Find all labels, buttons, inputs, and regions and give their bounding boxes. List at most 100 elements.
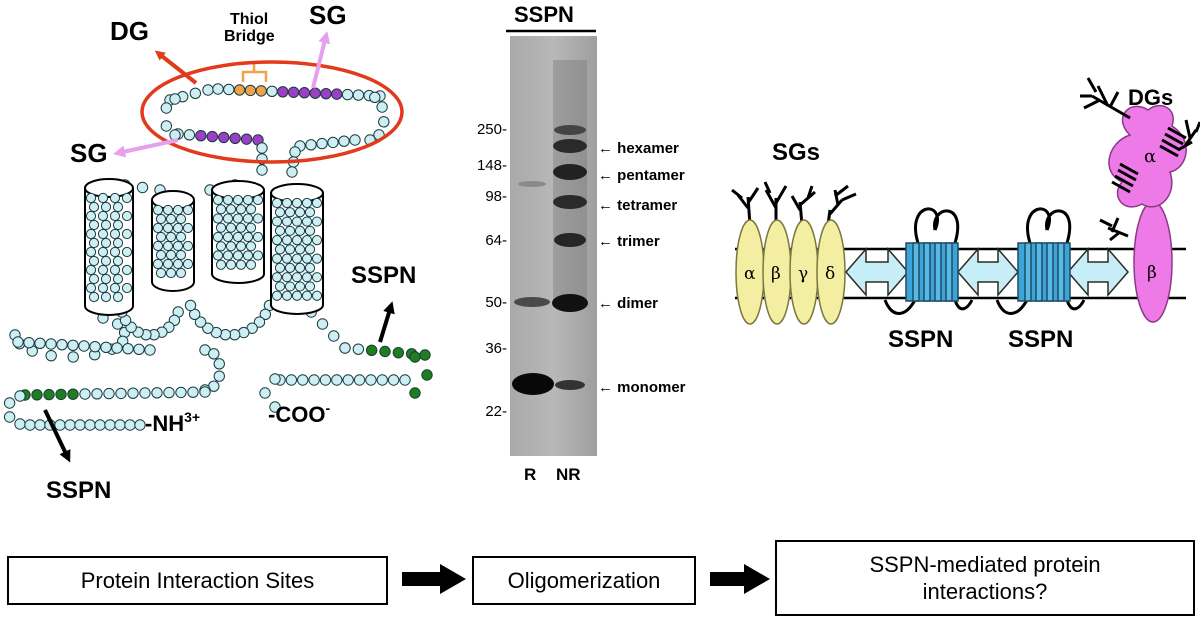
panel-b-blot: SSPN 250- 148- 98- 64- 50- 36- 22-	[477, 2, 686, 484]
dg-glycan-right	[1177, 119, 1200, 152]
lane-nr-label: NR	[556, 465, 581, 484]
workflow-step-1: Protein Interaction Sites	[80, 567, 315, 593]
dgs-label: DGs	[1128, 85, 1173, 110]
residue-bead	[212, 83, 224, 95]
residue-bead	[55, 388, 67, 401]
interaction-arrows	[845, 246, 1129, 298]
sgs-label: SGs	[772, 139, 820, 166]
residue-bead	[14, 390, 26, 402]
marker-148: 148-	[477, 157, 507, 174]
residue-bead	[352, 89, 365, 101]
coo-terminus-label: -COO-	[268, 400, 330, 427]
residue-bead	[392, 346, 405, 359]
residue-bead	[331, 374, 343, 386]
residue-bead	[34, 337, 46, 350]
residue-bead	[199, 386, 211, 398]
thiol-label: Thiol	[230, 11, 268, 28]
double-arrow-1	[845, 246, 909, 298]
residue-bead	[256, 142, 268, 154]
residue-bead	[319, 374, 332, 386]
dg-glycan-bars-1	[1159, 126, 1187, 158]
residue-bead	[297, 374, 309, 386]
residue-bead	[189, 87, 202, 100]
residue-bead	[378, 116, 390, 128]
residue-bead	[64, 419, 76, 431]
helix-4	[270, 183, 324, 315]
panel-a-topology: DG SG Thiol Bridge SG SSPN SSPN -NH3+ -C…	[3, 0, 433, 504]
residue-bead	[387, 374, 400, 386]
dg-alpha-label: α	[1144, 146, 1156, 167]
residue-bead	[34, 419, 46, 431]
sspn-right-label: SSPN	[351, 262, 416, 289]
band-r-dimer	[514, 297, 550, 307]
marker-250: 250-	[477, 121, 507, 138]
marker-64: 64-	[485, 232, 507, 249]
residue-bead	[316, 318, 329, 330]
residue-bead	[136, 181, 149, 194]
dg-glycan-top	[1080, 77, 1131, 120]
residue-bead	[122, 342, 134, 355]
residue-bead	[194, 316, 207, 328]
residue-bead	[369, 91, 381, 104]
residue-bead	[56, 338, 68, 351]
residue-bead	[266, 85, 278, 98]
residue-bead	[31, 389, 43, 401]
thiol-bridge-bracket	[241, 62, 268, 82]
residue-bead	[3, 411, 16, 423]
double-arrow-2	[957, 246, 1019, 298]
residue-bead	[67, 339, 79, 352]
nh-terminus-label: -NH3+	[145, 409, 200, 436]
residue-bead	[365, 374, 377, 386]
residue-bead	[289, 146, 301, 158]
sspn-right-arrow	[378, 301, 395, 343]
sg-beta-label: β	[771, 264, 781, 284]
residue-bead	[89, 340, 101, 353]
sg-delta-label: δ	[825, 264, 835, 284]
band-nr-monomer	[555, 380, 585, 390]
residue-bead	[353, 374, 366, 386]
workflow-step-2: Oligomerization	[507, 567, 661, 593]
workflow-box-sspn-interactions: SSPN-mediated protein interactions?	[775, 540, 1195, 616]
band-label-hexamer: ← hexamer	[598, 140, 679, 157]
transmembrane-helices	[84, 178, 324, 316]
dg-glycan-small	[1099, 217, 1129, 242]
marker-50: 50-	[485, 294, 507, 311]
band-r-faint	[518, 181, 546, 187]
residue-bead	[305, 139, 317, 151]
band-r-monomer	[512, 373, 554, 395]
residue-bead	[139, 387, 151, 399]
band-nr-trimer	[554, 233, 586, 247]
residue-bead	[285, 374, 298, 386]
dg-beta-label: β	[1147, 263, 1157, 283]
residue-bead	[229, 132, 241, 144]
band-label-tetramer: ← tetramer	[598, 197, 677, 214]
residue-bead	[184, 299, 197, 312]
residue-bead	[223, 83, 235, 96]
residue-bead	[287, 86, 300, 98]
residue-bead	[144, 344, 156, 356]
dg-alpha-shape	[1108, 105, 1187, 208]
residue-bead	[3, 397, 16, 409]
blot-title: SSPN	[514, 2, 574, 27]
nr-lane	[552, 60, 588, 390]
interaction-ellipse	[140, 60, 404, 164]
residue-bead	[259, 308, 272, 321]
residue-bead	[151, 387, 163, 399]
residue-bead	[255, 85, 267, 97]
residue-bead	[277, 86, 289, 98]
residue-bead	[160, 120, 173, 132]
residue-bead	[111, 342, 123, 354]
residue-bead	[43, 388, 55, 401]
residue-bead	[331, 88, 343, 100]
helix-3	[211, 180, 265, 284]
sspn-label-1: SSPN	[888, 326, 953, 353]
residue-bead	[78, 340, 90, 352]
residue-bead	[269, 373, 281, 385]
bridge-label: Bridge	[224, 28, 275, 45]
residue-bead	[195, 130, 207, 142]
band-label-monomer: ← monomer	[598, 379, 686, 396]
marker-22: 22-	[485, 403, 507, 420]
residue-bead	[124, 419, 136, 431]
marker-98: 98-	[485, 188, 507, 205]
residue-bead	[114, 419, 126, 431]
